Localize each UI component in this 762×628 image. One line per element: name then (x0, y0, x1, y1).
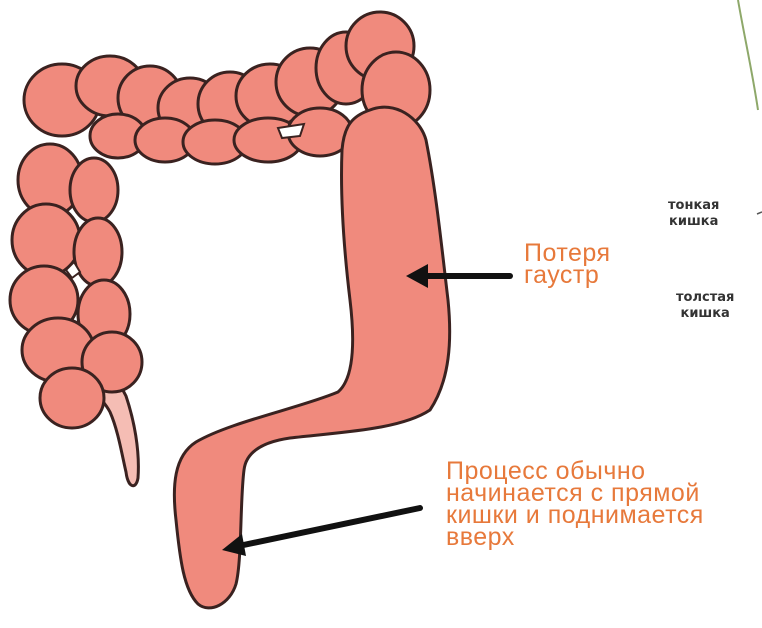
small-intestine-label: тонкая кишка (668, 198, 719, 230)
haustra-loss-line-2: гаустр (524, 264, 611, 286)
large-intestine-line-2: кишка (676, 306, 734, 322)
arrow-process-line (234, 508, 420, 547)
process-label: Процесс обычно начинается с прямой кишки… (446, 460, 704, 548)
small-intestine-line-1: тонкая (668, 198, 719, 214)
process-line-4: вверх (446, 526, 704, 548)
side-organ-outline (738, 0, 758, 110)
side-tick (757, 212, 762, 214)
haustra-loss-label: Потеря гаустр (524, 242, 611, 286)
small-intestine-line-2: кишка (668, 214, 719, 230)
large-intestine-line-1: толстая (676, 290, 734, 306)
large-intestine-label: толстая кишка (676, 290, 734, 322)
